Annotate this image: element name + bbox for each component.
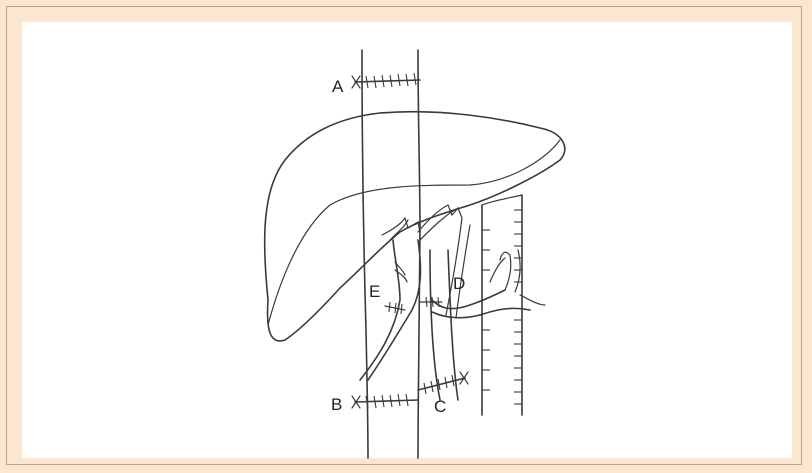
label-e: E <box>369 282 380 301</box>
suture-b <box>352 394 418 408</box>
liver-outline <box>265 112 565 341</box>
suture-e <box>385 302 405 314</box>
suture-c <box>418 372 468 394</box>
label-d: D <box>453 274 465 293</box>
aorta <box>482 195 522 415</box>
label-a: A <box>332 77 344 96</box>
label-b: B <box>331 395 342 414</box>
label-c: C <box>434 397 446 416</box>
bile-duct <box>430 250 480 400</box>
